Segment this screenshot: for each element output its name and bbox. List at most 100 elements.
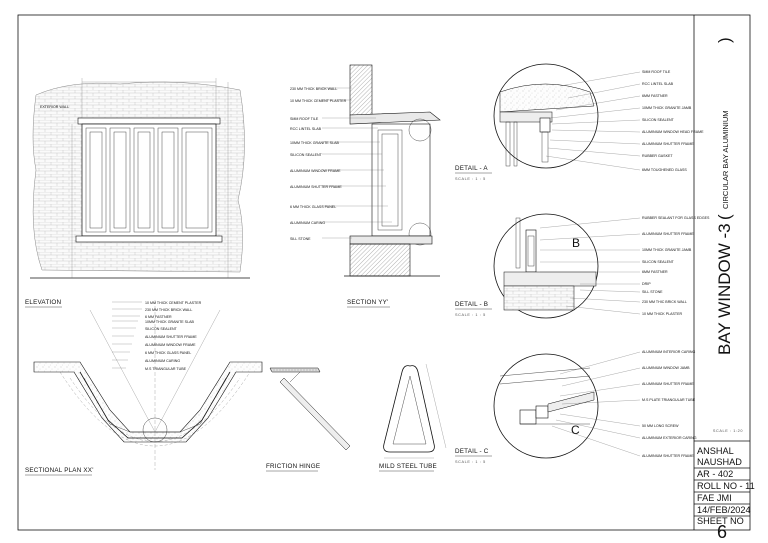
detail-a-view: SMM ROOF TILE RCC LINTEL SLAB 6MM FASTNE…: [455, 63, 704, 181]
sheet-border: [17, 14, 751, 531]
detail-a-label-lintel: RCC LINTEL SLAB: [642, 82, 674, 86]
plan-label-brick-wall: 230 MM THICK BRICK WALL: [145, 308, 192, 312]
elevation-window-panes: [85, 127, 213, 233]
sheet-title: BAY WINDOW -3: [715, 223, 734, 355]
elevation-window-frame: [81, 123, 217, 237]
section-label-stack: 230 MM THICK BRICK WALL 10 MM THICK CEME…: [290, 87, 347, 241]
section-yy-title: SECTION YY': [347, 299, 388, 306]
course-code: AR - 402: [697, 469, 733, 479]
sheet-number: 6: [717, 522, 727, 542]
plan-label-sealent: SILICON SEALENT: [145, 327, 178, 331]
detail-a-label-head-frame: ALUMINIUM WINDOW HEAD FRAME: [642, 130, 704, 134]
friction-hinge-title: FRICTION HINGE: [266, 463, 320, 470]
student-name-first: ANSHAL: [697, 446, 734, 456]
detail-b-label-sill: SILL STONE: [642, 290, 663, 294]
detail-a-label-gasket: RUBBER GASKET: [642, 154, 673, 158]
sheet-title-group: BAY WINDOW -3 ( CIRCULAR BAY ALUMINIUM ): [715, 37, 734, 355]
detail-c-label-screw: 50 MM LONG SCREW: [642, 424, 679, 428]
plan-label-glass: 6 MM THICK GLASS PANEL: [145, 351, 191, 355]
detail-a-label-shutter-frame: ALUMINIUM SHUTTER FRAME: [642, 142, 694, 146]
detail-b-label-shutter-frame: ALUMINIUM SHUTTER FRAME: [642, 232, 694, 236]
detail-c-scale: SCALE : 1 : 5: [455, 460, 486, 464]
detail-b-label-brick: 230 MM THIC BRICK WALL: [642, 300, 687, 304]
detail-a-label-glass: 6MM TOUGHENED GLASS: [642, 168, 687, 172]
section-label-sealent: SILICON SEALENT: [290, 153, 323, 157]
detail-a-title: DETAIL - A: [455, 165, 488, 172]
detail-b-letter: B: [572, 236, 580, 250]
section-label-plaster: 10 MM THICK CEMENT PLASTER: [290, 99, 347, 103]
detail-a-label-sealent: SILICON SEALENT: [642, 118, 675, 122]
plan-label-stack: 10 MM THICK CEMENT PLASTER 230 MM THICK …: [145, 301, 202, 371]
section-wall-top: [349, 64, 373, 116]
plan-label-plaster: 10 MM THICK CEMENT PLASTER: [145, 301, 202, 305]
detail-a-callout: [408, 118, 432, 142]
detail-a-scale: SCALE : 1 : 5: [455, 177, 486, 181]
mild-steel-tube-view: MILD STEEL TUBE: [379, 363, 447, 472]
detail-b-label-drip: DRIP: [642, 282, 651, 286]
detail-c-view: C ALUMINIUM INTERIOR CARING ALUMINIUM WI…: [455, 350, 697, 464]
detail-c-label-interior-caring: ALUMINIUM INTERIOR CARING: [642, 350, 696, 354]
detail-a-label-fastner: 6MM FASTNER: [642, 94, 668, 98]
detail-c-label-shutter-frame: ALUMINIUM SHUTTER FRAME: [642, 382, 694, 386]
sheet-subtitle: CIRCULAR BAY ALUMINIUM: [721, 111, 730, 210]
roll-number: ROLL NO - 11: [697, 481, 755, 491]
mild-steel-tube-title: MILD STEEL TUBE: [379, 463, 437, 470]
detail-a-label-stack: SMM ROOF TILE RCC LINTEL SLAB 6MM FASTNE…: [642, 70, 704, 172]
elevation-lintel: [77, 117, 221, 125]
sheet-title-paren-open: (: [715, 214, 734, 220]
section-sill: [349, 235, 433, 245]
section-label-window-frame: ALUMINIUM WINDOW FRAME: [290, 169, 341, 173]
sectional-plan-view: 10 MM THICK CEMENT PLASTER 230 MM THICK …: [25, 300, 263, 476]
sectional-plan-title: SECTIONAL PLAN XX': [25, 467, 94, 474]
exterior-wall-label: EXTERIOR WALL: [40, 105, 69, 109]
detail-c-label-stack: ALUMINIUM INTERIOR CARING ALUMINIUM WIND…: [642, 350, 697, 458]
sheet-number-label: SHEET NO: [697, 516, 744, 526]
section-label-caring: ALUMINIUM CARING: [290, 221, 325, 225]
plan-label-tube: M.S TRIANGULAR TUBE: [145, 367, 187, 371]
detail-a-label-granite: 10MM THICK GRANITE JAMB: [642, 106, 692, 110]
title-block-scale: SCALE : 1:20: [713, 429, 743, 433]
section-wall-bottom: [349, 243, 411, 277]
elevation-title: ELEVATION: [25, 299, 61, 306]
section-roof-slab: [349, 111, 441, 125]
plan-label-shutter-frame: ALUMINIUM SHUTTER FRAME: [145, 335, 197, 339]
plan-label-granite: 10MM THICK GRANITE SLAB: [145, 320, 194, 324]
detail-b-callout: [408, 222, 432, 246]
detail-b-label-rubber: RUBBER SEALANT FOR GLASS EDGES: [642, 216, 710, 220]
detail-b-title: DETAIL - B: [455, 301, 488, 308]
elevation-view: EXTERIOR WALL ELEVATION: [25, 78, 250, 308]
detail-c-label-exterior-caring: ALUMINIUM EXTERIOR CARING: [642, 436, 697, 440]
plan-label-caring: ALUMINIUM CARING: [145, 359, 180, 363]
detail-c-title: DETAIL - C: [455, 448, 489, 455]
tube-inner: [392, 375, 427, 445]
detail-c-label-shutter-frame-2: ALUMINIUM SHUTTER FRAME: [642, 454, 694, 458]
section-label-sill: SILL STONE: [290, 237, 311, 241]
detail-a-label-roof-tile: SMM ROOF TILE: [642, 70, 671, 74]
detail-b-label-plaster: 10 MM THICK PLASTER: [642, 312, 682, 316]
detail-b-label-granite: 10MM THICK GRANITE JAMB: [642, 248, 692, 252]
detail-b-label-stack: RUBBER SEALANT FOR GLASS EDGES ALUMINIUM…: [642, 216, 710, 316]
section-yy-view: 230 MM THICK BRICK WALL 10 MM THICK CEME…: [290, 64, 441, 308]
plan-wall-outline: [33, 361, 263, 443]
section-label-glass: 6 MM THICK GLASS PANEL: [290, 205, 336, 209]
section-label-granite: 10MM THICK GRANITE SLAB: [290, 141, 339, 145]
tube-outer: [383, 365, 435, 453]
submission-date: 14/FEB/2024: [697, 505, 751, 515]
detail-b-label-sealent: SILICON SEALENT: [642, 260, 675, 264]
section-label-lintel: RCC LINTEL SLAB: [290, 127, 322, 131]
elevation-sill: [75, 235, 223, 243]
section-window: [371, 123, 431, 237]
student-name-last: NAUSHAD: [697, 457, 742, 467]
title-block: SCALE : 1:20 ANSHAL NAUSHAD AR - 402 ROL…: [694, 429, 755, 542]
detail-b-view: B RUBBER SEALANT FOR GLASS EDGES ALUMINI…: [455, 213, 710, 319]
plan-label-fastner: 6 MM FASTNER: [145, 315, 172, 319]
detail-c-label-window-jamb: ALUMINIUM WINDOW JAMB: [642, 366, 690, 370]
college-name: FAE JMI: [697, 493, 732, 503]
plan-label-window-frame: ALUMINIUM WINDOW FRAME: [145, 343, 196, 347]
detail-c-label-tube: M.S PLATE TRIANGULAR TUBE: [642, 398, 696, 402]
detail-b-scale: SCALE : 1 : 5: [455, 313, 486, 317]
section-label-brick-wall: 230 MM THICK BRICK WALL: [290, 87, 337, 91]
sheet-title-paren-close: ): [715, 37, 734, 43]
friction-hinge-view: FRICTION HINGE: [266, 367, 351, 472]
